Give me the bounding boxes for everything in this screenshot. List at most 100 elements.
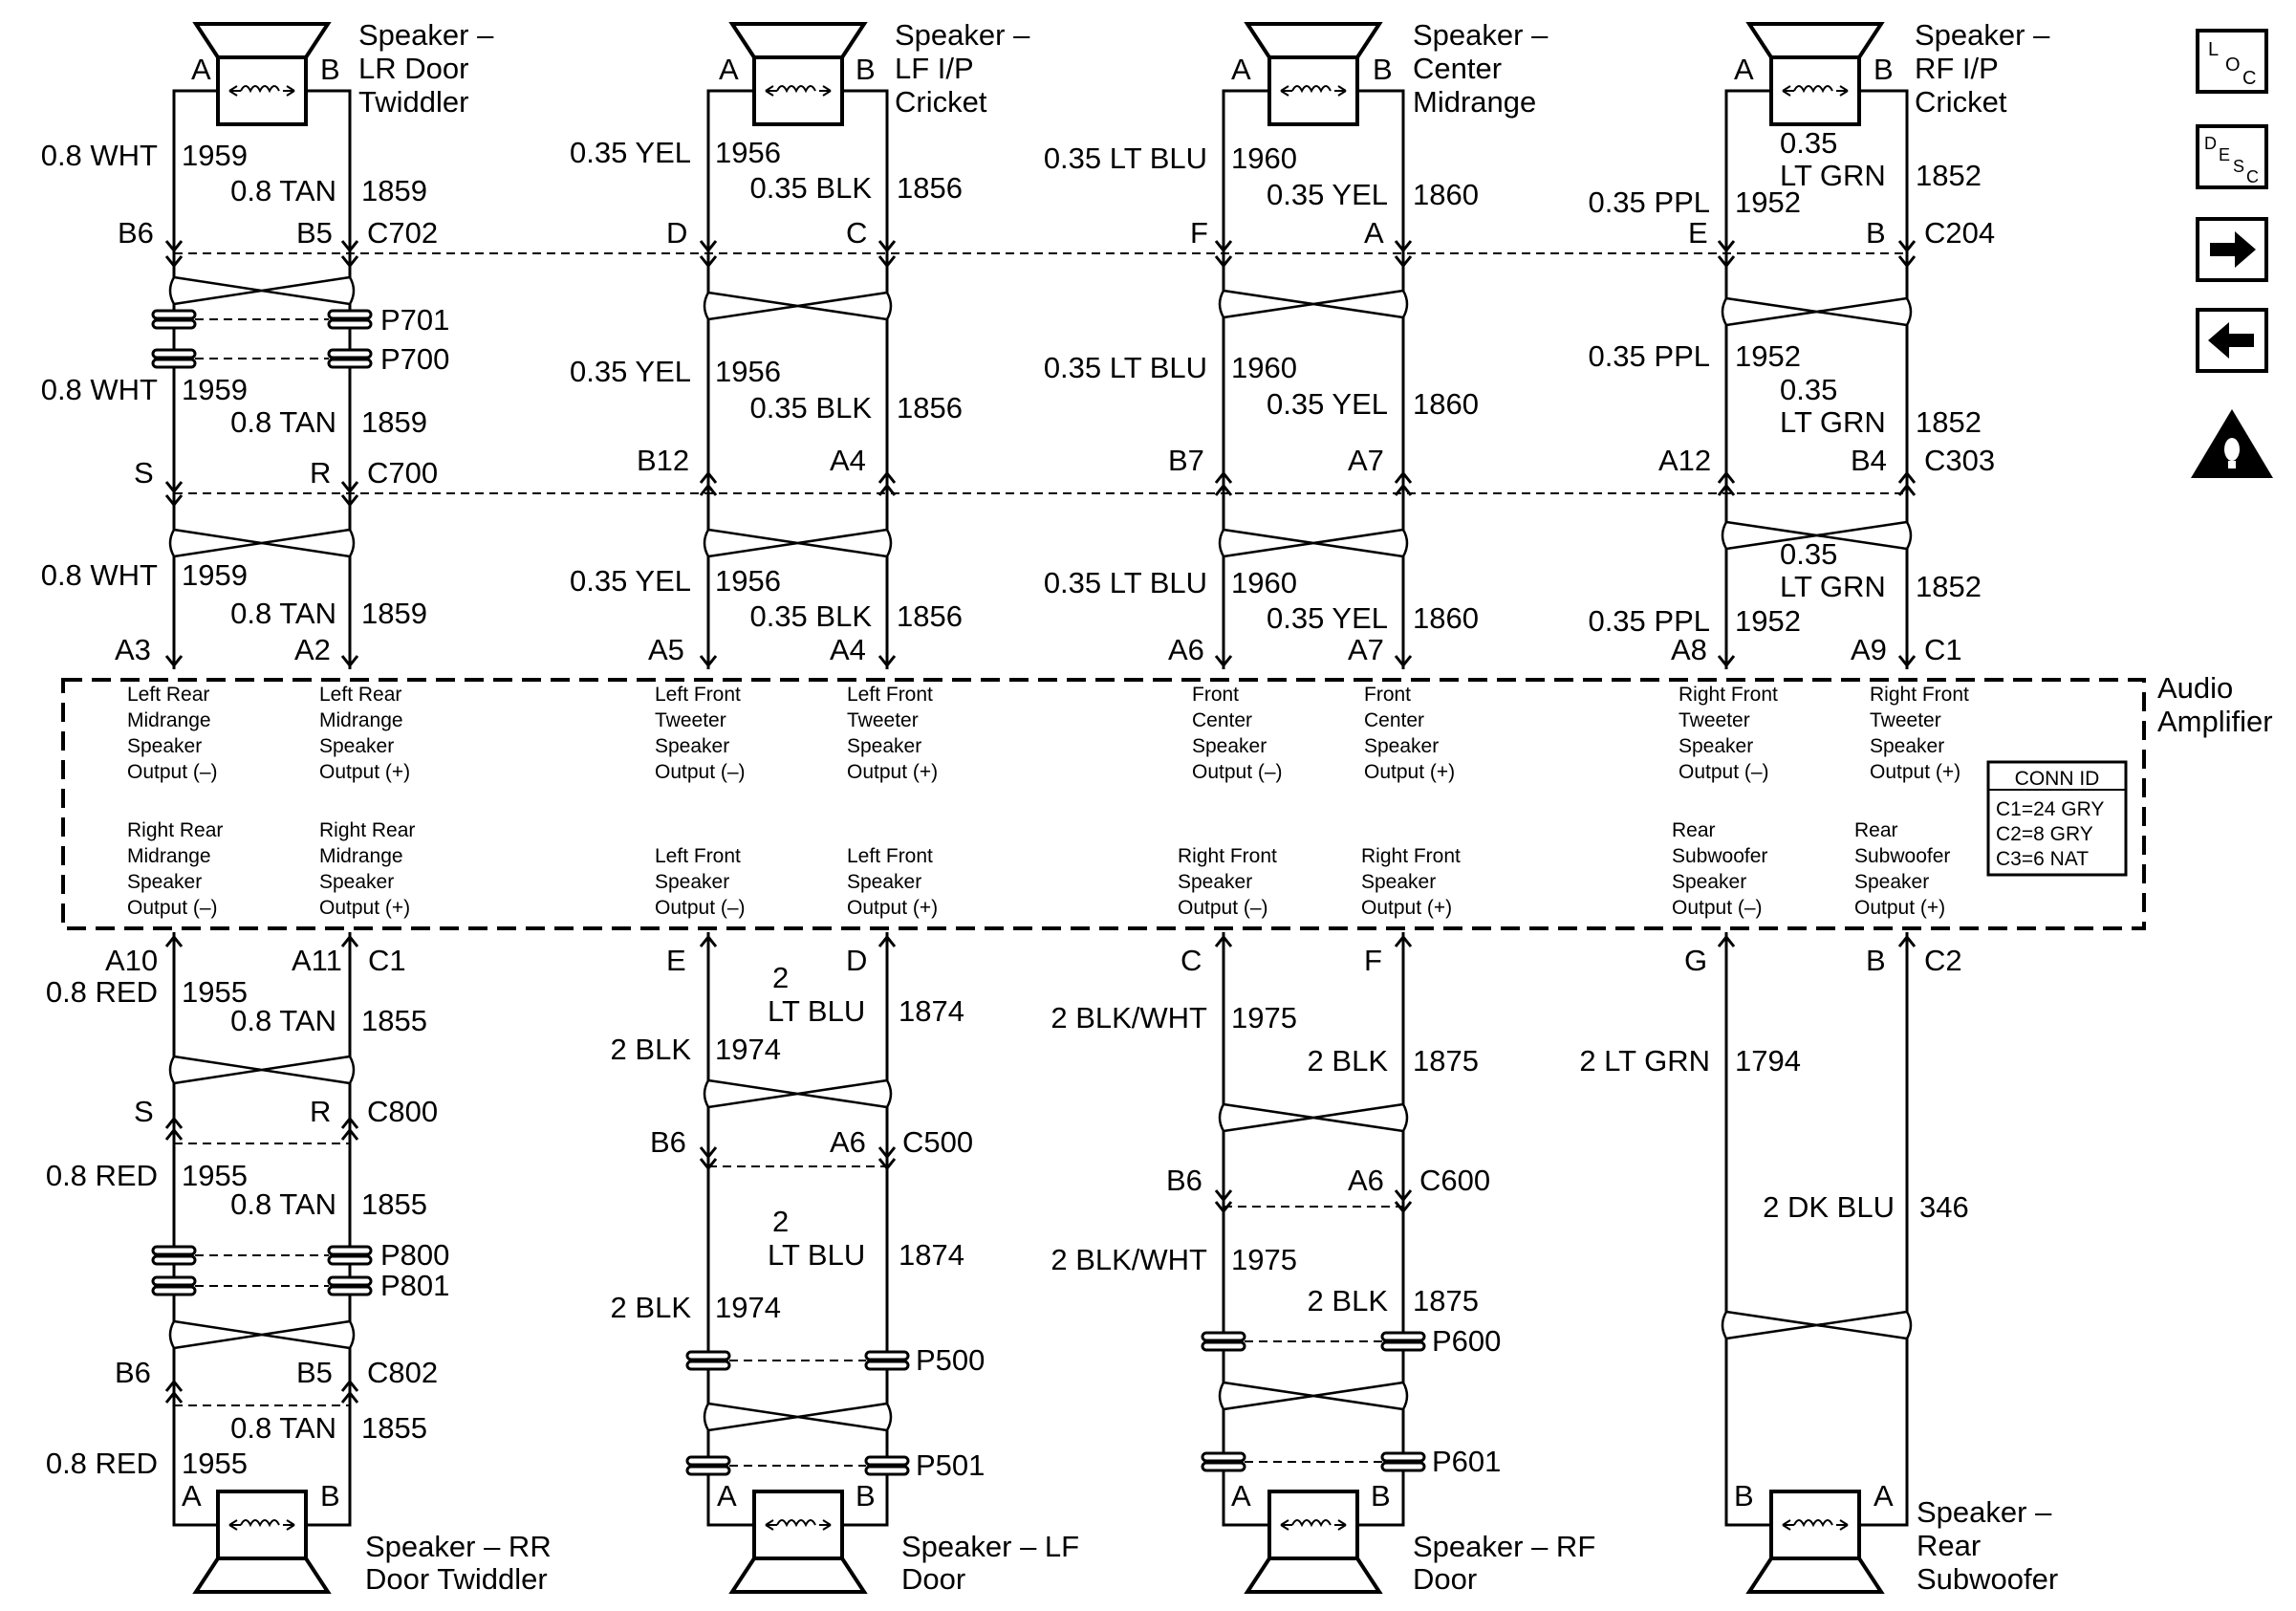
twisted-pair-symbols-top [168, 275, 1913, 327]
speaker-label: Speaker – [1413, 18, 1549, 52]
conn-id-table: CONN ID C1=24 GRY C2=8 GRY C3=6 NAT [1986, 760, 2128, 877]
desc-letter: S [2233, 157, 2244, 176]
pin-label: B6 [650, 1125, 686, 1159]
splice-label: P800 [380, 1238, 449, 1272]
speaker-pin-a: A [1874, 1479, 1894, 1513]
subwoofer-harness [1721, 1310, 1913, 1340]
pin-label: F [1190, 216, 1208, 250]
rr-twiddler-harness [151, 1055, 373, 1406]
output-label: Speaker [1364, 735, 1439, 757]
pin-label: R [310, 1095, 331, 1128]
circuit-number: 1955 [182, 1447, 248, 1480]
speaker-label: Speaker – RR [365, 1530, 552, 1563]
connector-label: C700 [367, 456, 438, 490]
output-label: Speaker [1679, 735, 1753, 757]
circuit-number: 1856 [897, 391, 963, 425]
circuit-number: 1975 [1231, 1001, 1297, 1034]
output-label: Right Rear [319, 819, 415, 841]
circuit-number: 1956 [715, 355, 781, 388]
output-label: Output (+) [1870, 761, 1960, 783]
wire-color: LT BLU [768, 1238, 865, 1272]
amplifier-title: Amplifier [2157, 705, 2273, 738]
connector-row-c700-c303 [164, 470, 1917, 508]
next-arrow-icon[interactable] [2196, 217, 2268, 282]
wire-color: 0.8 TAN [230, 1411, 336, 1445]
output-label: Right Front [1870, 684, 1969, 706]
output-label: Right Front [1679, 684, 1778, 706]
wire-color: 0.8 TAN [230, 174, 336, 207]
speaker-lf-door [706, 1477, 889, 1594]
output-label: Output (–) [1178, 897, 1268, 919]
circuit-number: 1959 [182, 373, 248, 406]
speaker-pin-a: A [1231, 1479, 1251, 1513]
pin-label: A4 [830, 444, 866, 477]
conn-id-title: CONN ID [2015, 768, 2100, 790]
desc-icon[interactable]: D E S C [2196, 124, 2268, 189]
connector-label: C204 [1924, 216, 1995, 250]
prev-arrow-icon[interactable] [2196, 308, 2268, 373]
audio-amplifier-box [61, 678, 2146, 930]
speaker-pin-a: A [191, 53, 211, 86]
pin-label: B5 [296, 216, 333, 250]
output-label: Subwoofer [1854, 845, 1950, 867]
connector-row-c702-c204 [164, 240, 1917, 269]
output-label: Tweeter [655, 709, 726, 731]
circuit-number: 1859 [361, 597, 427, 630]
speaker-label: Rear [1917, 1529, 1981, 1562]
conn-id-row: C1=24 GRY [1996, 798, 2104, 820]
circuit-number: 1960 [1231, 566, 1297, 599]
wire-color: 0.35 YEL [1267, 601, 1388, 635]
speaker-pin-a: A [717, 1479, 737, 1513]
pin-label: A6 [1348, 1164, 1384, 1197]
rf-door-harness [1201, 1102, 1426, 1472]
splice-label: P600 [1432, 1324, 1501, 1358]
speaker-pin-a: A [1734, 53, 1754, 86]
speaker-pin-a: A [1231, 53, 1251, 86]
pin-label: A [1364, 216, 1384, 250]
speaker-pin-b: B [856, 53, 876, 86]
speaker-label: Speaker – [1915, 18, 2050, 52]
pin-label: D [666, 216, 687, 250]
amplifier-outputs-bottom: Right Rear Midrange Speaker Output (–) R… [127, 819, 1950, 919]
output-label: Output (–) [127, 761, 218, 783]
speaker-label: RF I/P [1915, 52, 1999, 85]
wire-color: 0.8 WHT [41, 139, 158, 172]
output-label: Speaker [1178, 871, 1252, 893]
speaker-center-midrange [1222, 22, 1405, 249]
circuit-number: 1859 [361, 174, 427, 207]
pin-label: C [846, 216, 867, 250]
pin-label: C [1180, 944, 1202, 977]
loc-icon[interactable]: L O C [2196, 29, 2268, 94]
warning-icon[interactable] [2191, 409, 2273, 478]
wire-color: 0.8 WHT [41, 558, 158, 592]
wire-color: 0.8 RED [46, 1159, 158, 1192]
splice-label: P500 [916, 1343, 985, 1377]
circuit-number: 1956 [715, 564, 781, 598]
pin-label: B6 [115, 1356, 151, 1389]
output-label: Speaker [319, 871, 394, 893]
pin-label: A11 [292, 944, 342, 977]
splice-label: P700 [380, 342, 449, 376]
wire-color: 0.35 [1780, 373, 1837, 406]
speaker-rf-door [1222, 1477, 1405, 1594]
output-label: Left Front [655, 845, 741, 867]
output-label: Output (–) [1679, 761, 1769, 783]
pin-label: A3 [115, 633, 151, 666]
output-label: Output (–) [655, 897, 746, 919]
circuit-number: 1875 [1413, 1284, 1479, 1317]
pin-label: D [846, 944, 867, 977]
speaker-lr-door-twiddler [172, 22, 352, 249]
pin-label: B12 [637, 444, 689, 477]
speaker-label: Cricket [895, 85, 987, 119]
output-label: Output (–) [655, 761, 746, 783]
connector-label: C1 [368, 944, 406, 977]
speaker-label: Center [1413, 52, 1502, 85]
speaker-pin-a: A [182, 1479, 202, 1513]
wire-color: 0.35 [1780, 126, 1837, 160]
speaker-label: Speaker – [358, 18, 494, 52]
circuit-number: 1955 [182, 975, 248, 1009]
output-label: Output (+) [1854, 897, 1945, 919]
speaker-pin-b: B [1373, 53, 1393, 86]
pin-label: B [1866, 216, 1886, 250]
pin-label: A6 [830, 1125, 866, 1159]
